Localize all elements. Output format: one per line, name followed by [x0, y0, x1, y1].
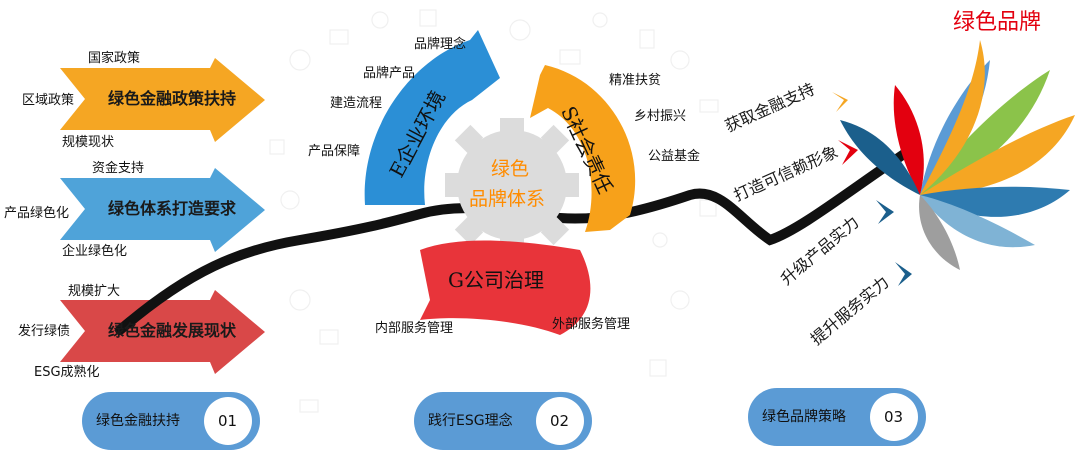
item-national-policy: 国家政策	[88, 51, 141, 66]
arrow-label-status: 绿色金融发展现状	[108, 321, 237, 340]
pill-number-1: 01	[218, 412, 238, 430]
s-item-poverty: 精准扶贫	[609, 73, 662, 88]
pill-number-3: 03	[884, 408, 904, 426]
item-issue-green-bond: 发行绿债	[18, 324, 71, 339]
center-gear	[445, 118, 579, 252]
item-esg-mature: ESG成熟化	[34, 365, 100, 380]
item-regional-policy: 区域政策	[22, 93, 75, 108]
g-arc-label: G公司治理	[448, 268, 544, 292]
pill-label-2: 践行ESG理念	[428, 413, 513, 429]
pill-number-2: 02	[550, 412, 570, 430]
arrow-label-system: 绿色体系打造要求	[108, 199, 237, 218]
arrow-label-policy: 绿色金融政策扶持	[108, 89, 237, 108]
item-scale-expand: 规模扩大	[68, 284, 121, 299]
s-item-rural: 乡村振兴	[634, 109, 687, 124]
pills	[82, 388, 926, 450]
brand-title: 绿色品牌	[953, 10, 1042, 35]
center-line-1: 绿色	[491, 158, 530, 180]
g-arc	[420, 240, 591, 335]
g-item-internal: 内部服务管理	[375, 321, 454, 336]
arrow-status	[60, 290, 265, 374]
chevron-2	[838, 140, 858, 165]
arrow-system	[60, 168, 265, 252]
chevron-1	[832, 92, 848, 112]
e-item-brand-product: 品牌产品	[363, 66, 416, 81]
pill-label-1: 绿色金融扶持	[96, 413, 180, 429]
e-item-build-process: 建造流程	[330, 96, 383, 111]
e-item-brand-concept: 品牌理念	[414, 37, 467, 52]
item-product-green: 产品绿色化	[4, 206, 70, 221]
leaf-fan	[840, 40, 1075, 270]
arrow-policy	[60, 58, 265, 142]
chevron-3	[876, 200, 894, 224]
s-item-charity: 公益基金	[648, 149, 701, 164]
e-item-product-guarantee: 产品保障	[308, 144, 361, 159]
e-arc	[364, 30, 500, 205]
item-enterprise-green: 企业绿色化	[62, 244, 128, 259]
item-funding-support: 资金支持	[92, 161, 145, 176]
g-item-external: 外部服务管理	[552, 317, 631, 332]
s-arc	[530, 65, 636, 232]
item-scale-status: 规模现状	[62, 135, 115, 150]
chevron-4	[895, 262, 912, 286]
pill-label-3: 绿色品牌策略	[762, 409, 846, 425]
strategy-chevrons	[832, 92, 912, 286]
left-arrows	[60, 58, 265, 374]
center-line-2: 品牌体系	[469, 188, 546, 210]
